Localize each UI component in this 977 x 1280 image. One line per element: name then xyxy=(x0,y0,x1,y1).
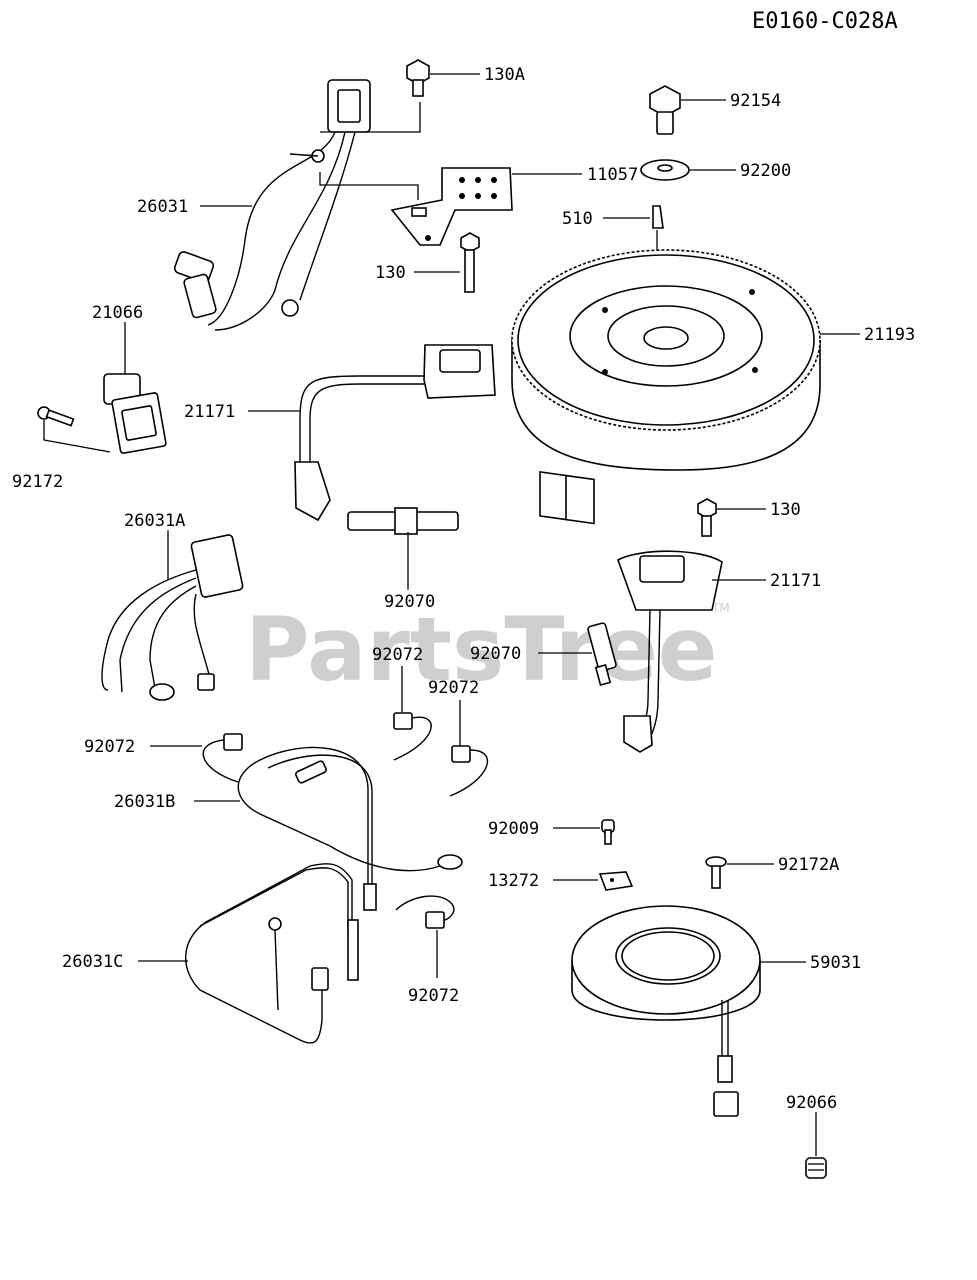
part-92072-clamp-a[interactable] xyxy=(393,712,432,761)
part-92172-screw[interactable] xyxy=(37,406,75,427)
part-26031A-harness[interactable] xyxy=(101,534,244,701)
callout-130-top[interactable]: 130 xyxy=(375,263,406,283)
part-13272-plate[interactable] xyxy=(598,871,634,891)
callout-130-right[interactable]: 130 xyxy=(770,500,801,520)
part-92066-nut[interactable] xyxy=(805,1157,827,1179)
part-26031B-harness[interactable] xyxy=(237,746,463,911)
watermark-trademark: TM xyxy=(711,601,730,615)
callout-21171-left[interactable]: 21171 xyxy=(184,402,235,422)
part-21193-flywheel[interactable] xyxy=(511,249,821,525)
part-21171-ignition-coil-right[interactable] xyxy=(617,550,723,753)
callout-11057[interactable]: 11057 xyxy=(587,165,638,185)
callout-21193[interactable]: 21193 xyxy=(864,325,915,345)
part-59031-stator[interactable] xyxy=(571,905,761,1117)
callout-26031B[interactable]: 26031B xyxy=(114,792,175,812)
callout-21171-right[interactable]: 21171 xyxy=(770,571,821,591)
leader-92172 xyxy=(43,420,111,453)
part-92172A-screw[interactable] xyxy=(705,856,727,889)
diagram-code: E0160-C028A xyxy=(752,9,898,34)
part-26031-harness[interactable] xyxy=(173,79,421,331)
part-92154-bolt[interactable] xyxy=(649,85,681,135)
part-130-bolt-top[interactable] xyxy=(460,232,480,293)
callout-92070-right[interactable]: 92070 xyxy=(470,644,521,664)
callout-92072-a[interactable]: 92072 xyxy=(372,645,423,665)
part-26031C-harness[interactable] xyxy=(185,863,359,1044)
callout-26031[interactable]: 26031 xyxy=(137,197,188,217)
part-92200-washer[interactable] xyxy=(640,159,690,181)
callout-26031C[interactable]: 26031C xyxy=(62,952,123,972)
callout-59031[interactable]: 59031 xyxy=(810,953,861,973)
part-92072-clamp-c[interactable] xyxy=(202,733,243,783)
callout-92072-c[interactable]: 92072 xyxy=(84,737,135,757)
callout-510[interactable]: 510 xyxy=(562,209,593,229)
part-92009-screw[interactable] xyxy=(601,819,615,845)
callout-21066[interactable]: 21066 xyxy=(92,303,143,323)
callout-92200[interactable]: 92200 xyxy=(740,161,791,181)
callout-92070-left[interactable]: 92070 xyxy=(384,592,435,612)
part-510-key[interactable] xyxy=(652,205,664,229)
callout-130A[interactable]: 130A xyxy=(484,65,525,85)
part-92070-spark-plug-right[interactable] xyxy=(587,622,617,686)
callout-92066[interactable]: 92066 xyxy=(786,1093,837,1113)
watermark: PartsTree xyxy=(245,598,717,701)
part-11057-bracket[interactable] xyxy=(390,167,513,246)
part-21171-ignition-coil-left[interactable] xyxy=(294,344,496,535)
callout-92072-d[interactable]: 92072 xyxy=(408,986,459,1006)
part-130-bolt-right[interactable] xyxy=(697,498,717,537)
part-21066-regulator[interactable] xyxy=(103,373,167,454)
part-130A-bolt[interactable] xyxy=(406,59,430,97)
callout-92172[interactable]: 92172 xyxy=(12,472,63,492)
part-92072-clamp-d[interactable] xyxy=(395,895,455,929)
callout-26031A[interactable]: 26031A xyxy=(124,511,185,531)
callout-13272[interactable]: 13272 xyxy=(488,871,539,891)
callout-92172A[interactable]: 92172A xyxy=(778,855,839,875)
part-92072-clamp-b[interactable] xyxy=(449,745,489,797)
callout-92009[interactable]: 92009 xyxy=(488,819,539,839)
callout-92072-b[interactable]: 92072 xyxy=(428,678,479,698)
callout-92154[interactable]: 92154 xyxy=(730,91,781,111)
